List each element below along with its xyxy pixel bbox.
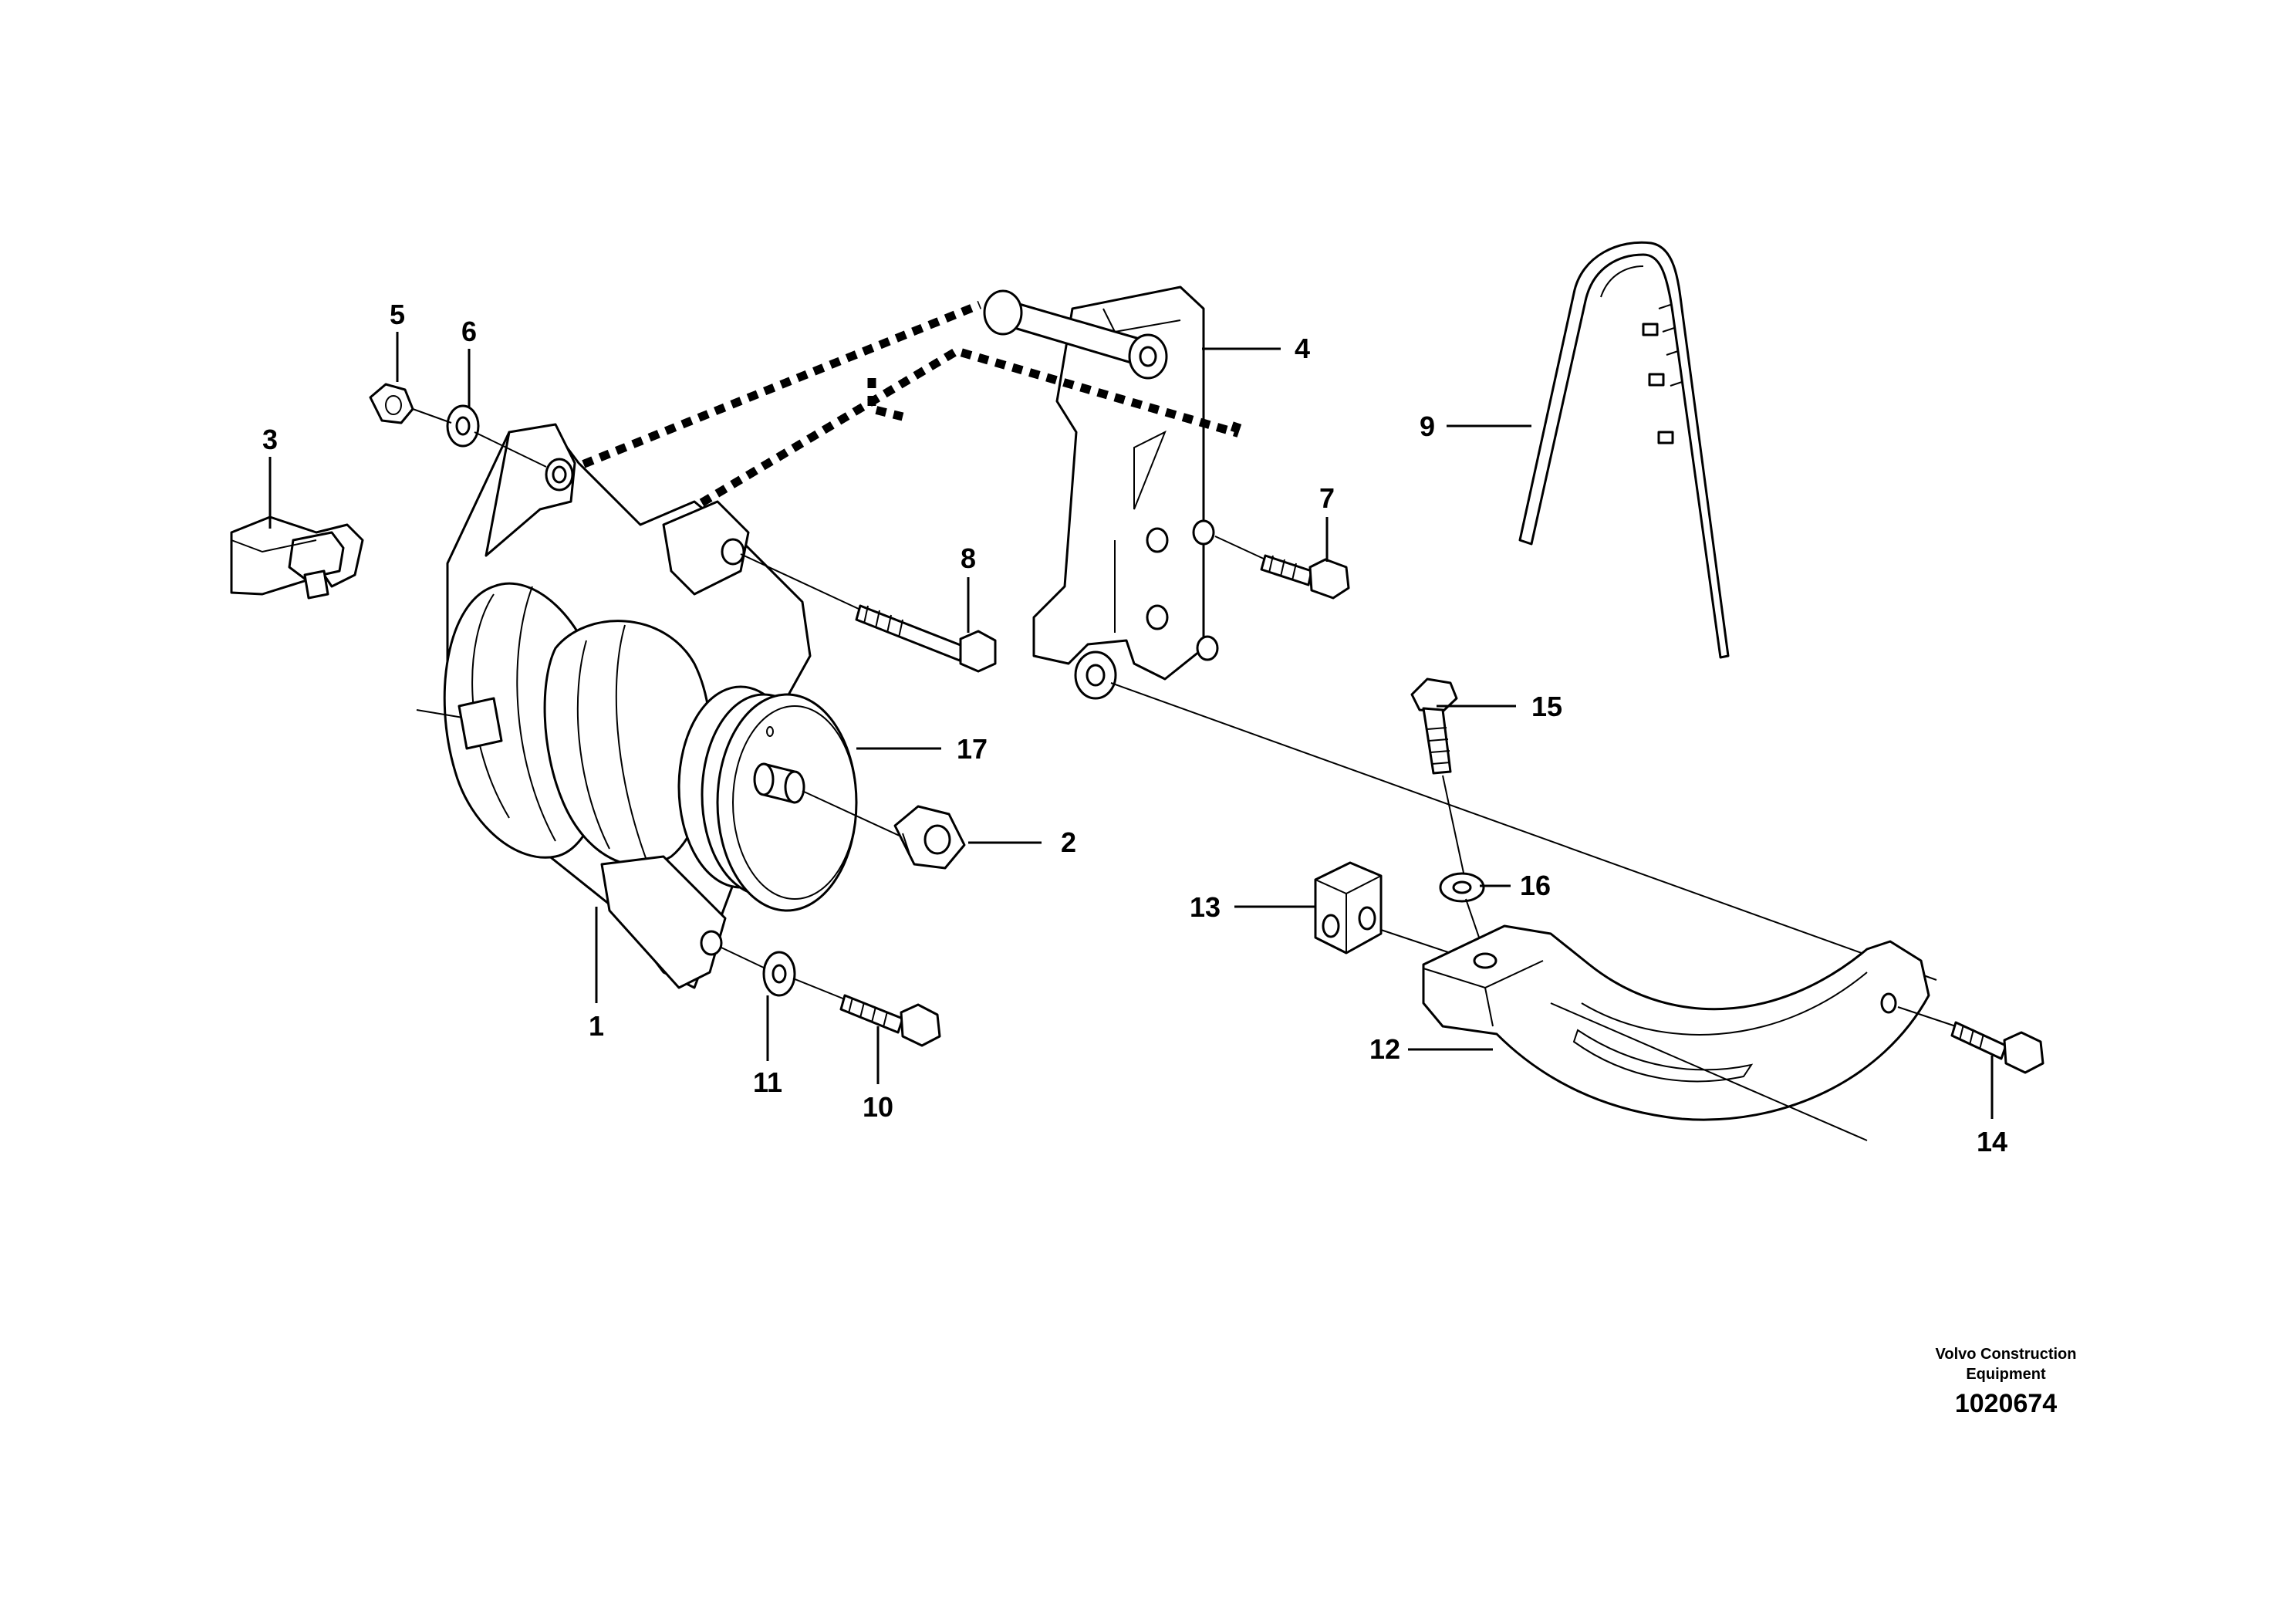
assembly-line (802, 790, 903, 838)
callout-5: 5 (390, 299, 405, 330)
callout-9: 9 (1420, 411, 1435, 442)
tension-bracket-icon (1422, 924, 1930, 1121)
washer-icon (762, 951, 796, 997)
callout-16: 16 (1520, 870, 1551, 901)
assembly-line (412, 408, 452, 424)
bolt-icon (855, 604, 997, 673)
callout-6: 6 (461, 316, 477, 347)
company-name: Volvo Construction Equipment (1906, 1344, 2106, 1384)
assembly-line (721, 947, 766, 969)
assembly-line (1550, 1002, 1868, 1141)
callout-13: 13 (1190, 891, 1221, 923)
assembly-line (1442, 775, 1467, 884)
callout-2: 2 (1061, 826, 1076, 858)
assembly-line (1214, 536, 1266, 560)
assembly-link-line (669, 346, 1243, 525)
callout-14: 14 (1977, 1126, 2007, 1157)
callout-10: 10 (863, 1091, 893, 1123)
drawing-number: 1020674 (1954, 1389, 2058, 1418)
callout-4: 4 (1295, 333, 1310, 364)
assembly-line (1897, 1006, 1957, 1027)
callout-8: 8 (961, 542, 976, 574)
company-name-line1: Volvo Construction (1935, 1346, 2077, 1363)
bolt-icon (839, 994, 941, 1047)
bolt-icon (1410, 678, 1458, 775)
callout-11: 11 (753, 1066, 782, 1098)
callout-12: 12 (1369, 1033, 1400, 1065)
callout-17: 17 (957, 733, 988, 765)
hex-nut-icon (893, 805, 966, 870)
callout-7: 7 (1319, 482, 1335, 514)
washer-icon (1439, 872, 1485, 903)
assembly-link-line (565, 300, 982, 475)
voltage-regulator-icon (230, 515, 364, 600)
bolt-icon (1260, 554, 1350, 600)
nut-icon (369, 383, 414, 424)
callout-1: 1 (589, 1010, 604, 1042)
pulley-icon (677, 685, 858, 912)
bolt-icon (1950, 1021, 2044, 1074)
washer-icon (446, 404, 480, 448)
assembly-line (740, 553, 861, 610)
callout-3: 3 (262, 424, 278, 455)
mounting-bracket-icon (983, 286, 1219, 700)
company-name-line2: Equipment (1966, 1366, 2046, 1383)
assembly-line (1110, 682, 1937, 981)
assembly-line (792, 978, 846, 1000)
callout-15: 15 (1531, 691, 1562, 722)
assembly-line (474, 431, 547, 468)
v-belt-icon (1518, 241, 1730, 659)
square-nut-icon (1314, 861, 1383, 955)
